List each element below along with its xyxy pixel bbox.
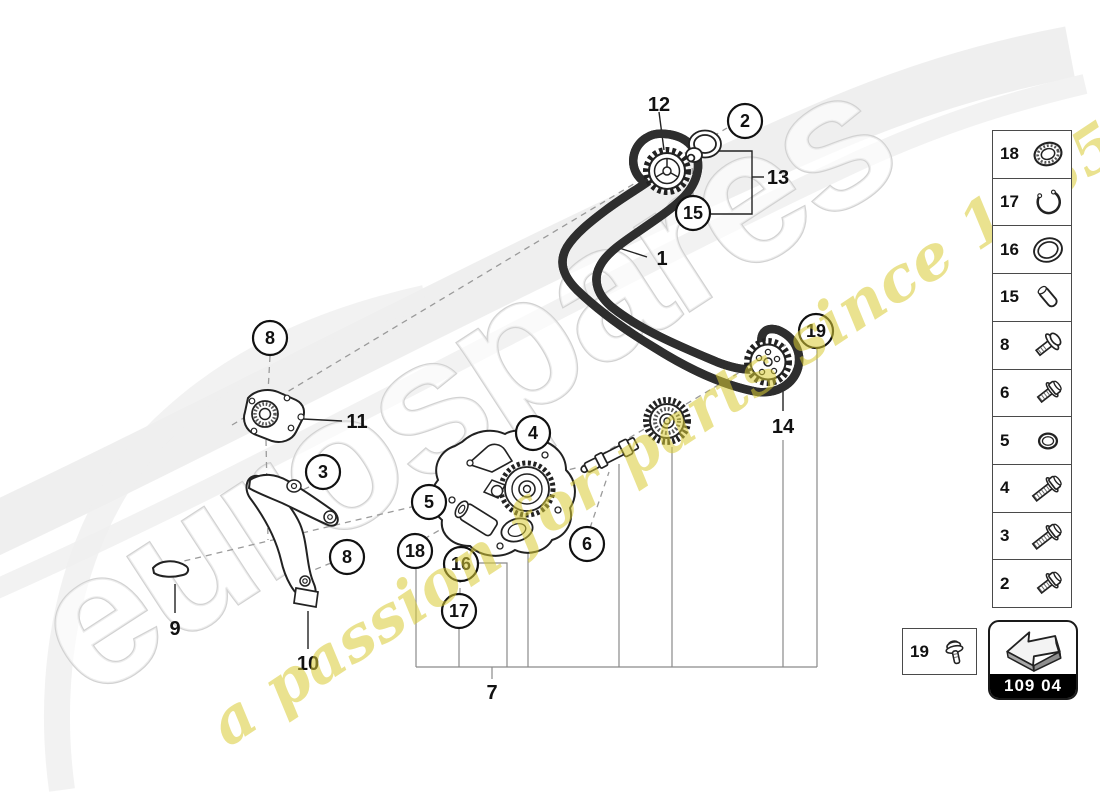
parts-list-item-8[interactable]: 8 <box>993 321 1071 370</box>
part-number: 19 <box>910 641 929 661</box>
balloon-19[interactable]: 19 <box>797 312 835 350</box>
seal-ring-icon <box>1033 141 1062 167</box>
parts-list: 18 17 16 15 8 6 5 4 3 2 <box>992 130 1072 608</box>
parts-list-item-19[interactable]: 19 <box>902 628 977 675</box>
svg-text:15: 15 <box>683 203 703 223</box>
balloon-18[interactable]: 18 <box>396 532 434 570</box>
camshaft-sprocket[interactable] <box>643 147 691 195</box>
svg-text:8: 8 <box>265 328 275 348</box>
balloon-8[interactable]: 8 <box>251 319 289 357</box>
svg-text:18: 18 <box>405 541 425 561</box>
svg-text:4: 4 <box>528 423 538 443</box>
part-label-11[interactable]: 11 <box>346 411 367 433</box>
diagram-code: 109 04 <box>990 674 1076 698</box>
pump-shaft[interactable] <box>578 436 640 478</box>
gasket-ring-icon <box>1032 236 1063 263</box>
parts-list-item-2[interactable]: 2 <box>993 560 1071 608</box>
chain-tensioner-cap[interactable] <box>685 129 722 163</box>
balloon-layer: 2 15 8 3 4 5 18 16 17 8 6 19 <box>251 102 835 630</box>
parts-list-item-15[interactable]: 15 <box>993 274 1071 322</box>
svg-text:8: 8 <box>342 547 352 567</box>
balloon-17[interactable]: 17 <box>440 592 478 630</box>
balloon-6[interactable]: 6 <box>568 525 606 563</box>
part-label-9[interactable]: 9 <box>169 618 180 640</box>
long-bolt-icon <box>1031 475 1062 503</box>
idler-sprocket[interactable] <box>744 338 792 386</box>
pump-assembly[interactable] <box>430 429 576 557</box>
leader-lines <box>174 111 784 649</box>
parts-list-item-18[interactable]: 18 <box>993 131 1071 179</box>
part-label-13[interactable]: 13 <box>767 167 789 189</box>
parts-list-item-6[interactable]: 6 <box>993 369 1071 418</box>
svg-text:5: 5 <box>424 492 434 512</box>
hex-bolt-icon <box>1036 571 1062 594</box>
part-label-7[interactable]: 7 <box>486 682 497 704</box>
parts-list-item-17[interactable]: 17 <box>993 178 1071 227</box>
balloon-4[interactable]: 4 <box>514 414 552 452</box>
circlip-icon <box>1036 189 1061 215</box>
part-number: 16 <box>1000 239 1019 259</box>
balloon-3[interactable]: 3 <box>304 453 342 491</box>
part-label-1[interactable]: 1 <box>656 248 667 270</box>
parts-list-item-4[interactable]: 4 <box>993 464 1071 513</box>
part-number: 6 <box>1000 382 1010 402</box>
drive-gear[interactable] <box>643 397 691 445</box>
parts-list-item-16[interactable]: 16 <box>993 226 1071 275</box>
tensioner-flange[interactable] <box>243 389 305 443</box>
part-number: 15 <box>1000 287 1019 307</box>
flange-bolt-icon <box>1034 332 1061 357</box>
flange-screw-icon <box>945 639 964 664</box>
balloon-8[interactable]: 8 <box>328 538 366 576</box>
svg-text:17: 17 <box>449 601 469 621</box>
o-ring-icon <box>1037 432 1058 450</box>
parts-list-item-3[interactable]: 3 <box>993 512 1071 561</box>
part-label-12[interactable]: 12 <box>648 94 670 116</box>
part-label-14[interactable]: 14 <box>772 416 795 438</box>
slide-piece[interactable] <box>151 560 190 578</box>
balloon-16[interactable]: 16 <box>442 545 480 583</box>
part-number: 18 <box>1000 144 1019 164</box>
timing-chain[interactable] <box>562 134 799 393</box>
long-bolt-icon <box>1031 523 1062 550</box>
diagram-nav-box[interactable]: 109 04 <box>988 620 1078 700</box>
hex-bolt-icon <box>1036 380 1062 403</box>
back-arrow-icon <box>1006 631 1062 672</box>
dowel-pin-icon <box>1037 286 1058 308</box>
svg-text:3: 3 <box>318 462 328 482</box>
part-number: 8 <box>1000 335 1010 355</box>
balloon-15[interactable]: 15 <box>674 194 712 232</box>
chain-guide-rail[interactable] <box>245 474 319 608</box>
svg-text:2: 2 <box>740 111 750 131</box>
guide-arm[interactable] <box>247 473 339 527</box>
background-swoosh <box>0 26 1088 792</box>
svg-text:19: 19 <box>806 321 826 341</box>
svg-text:16: 16 <box>451 554 471 574</box>
balloon-2[interactable]: 2 <box>726 102 764 140</box>
part-number: 2 <box>1000 573 1010 593</box>
part-label-10[interactable]: 10 <box>297 653 319 675</box>
svg-text:6: 6 <box>582 534 592 554</box>
parts-list-item-5[interactable]: 5 <box>993 417 1071 465</box>
part-number: 17 <box>1000 192 1019 212</box>
part-number: 4 <box>1000 478 1010 498</box>
part-number: 3 <box>1000 525 1010 545</box>
bracket-lines <box>415 349 818 679</box>
part-number: 5 <box>1000 430 1010 450</box>
balloon-5[interactable]: 5 <box>410 483 448 521</box>
